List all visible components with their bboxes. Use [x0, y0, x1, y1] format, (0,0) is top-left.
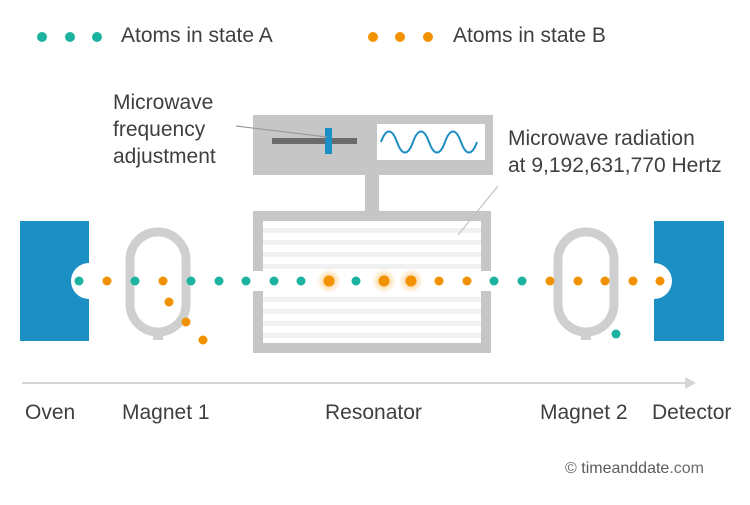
- resonator: [253, 211, 491, 353]
- adjustment-label-line3: adjustment: [113, 145, 216, 168]
- radiation-label-line1: Microwave radiation: [508, 127, 695, 150]
- radiation-label-line2: at 9,192,631,770 Hertz: [508, 154, 722, 177]
- connector-stem: [365, 174, 379, 212]
- watermark: © timeanddate.com: [565, 460, 704, 478]
- radiation-pointer-line: [457, 185, 499, 236]
- wave-icon: [380, 130, 478, 154]
- legend-state-b-dots: [368, 32, 433, 42]
- oven: [20, 221, 107, 341]
- detector-label: Detector: [652, 401, 732, 424]
- detector: [636, 221, 724, 341]
- adjustment-label-line1: Microwave: [113, 91, 214, 114]
- legend-state-a-label: Atoms in state A: [121, 24, 273, 47]
- waveform-display: [377, 124, 485, 160]
- magnet-2: [553, 227, 619, 340]
- watermark-site: timeanddate: [581, 460, 670, 477]
- magnet-2-label: Magnet 2: [540, 401, 628, 424]
- resonator-label: Resonator: [325, 401, 422, 424]
- adjustment-label-line2: frequency: [113, 118, 206, 141]
- atom-beam: [74, 269, 665, 345]
- microwave-control-box: [253, 115, 493, 175]
- frequency-slider-track: [272, 138, 357, 144]
- magnet-1: [125, 227, 191, 340]
- magnet-1-label: Magnet 1: [122, 401, 210, 424]
- copyright-symbol: ©: [565, 460, 577, 477]
- oven-label: Oven: [25, 401, 76, 424]
- legend-state-a-dots: [37, 32, 102, 42]
- legend-state-b-label: Atoms in state B: [453, 24, 606, 47]
- watermark-tld: .com: [669, 460, 704, 477]
- frequency-slider-knob: [325, 128, 332, 154]
- direction-arrow: [22, 377, 696, 389]
- adjustment-pointer-line: [235, 125, 328, 138]
